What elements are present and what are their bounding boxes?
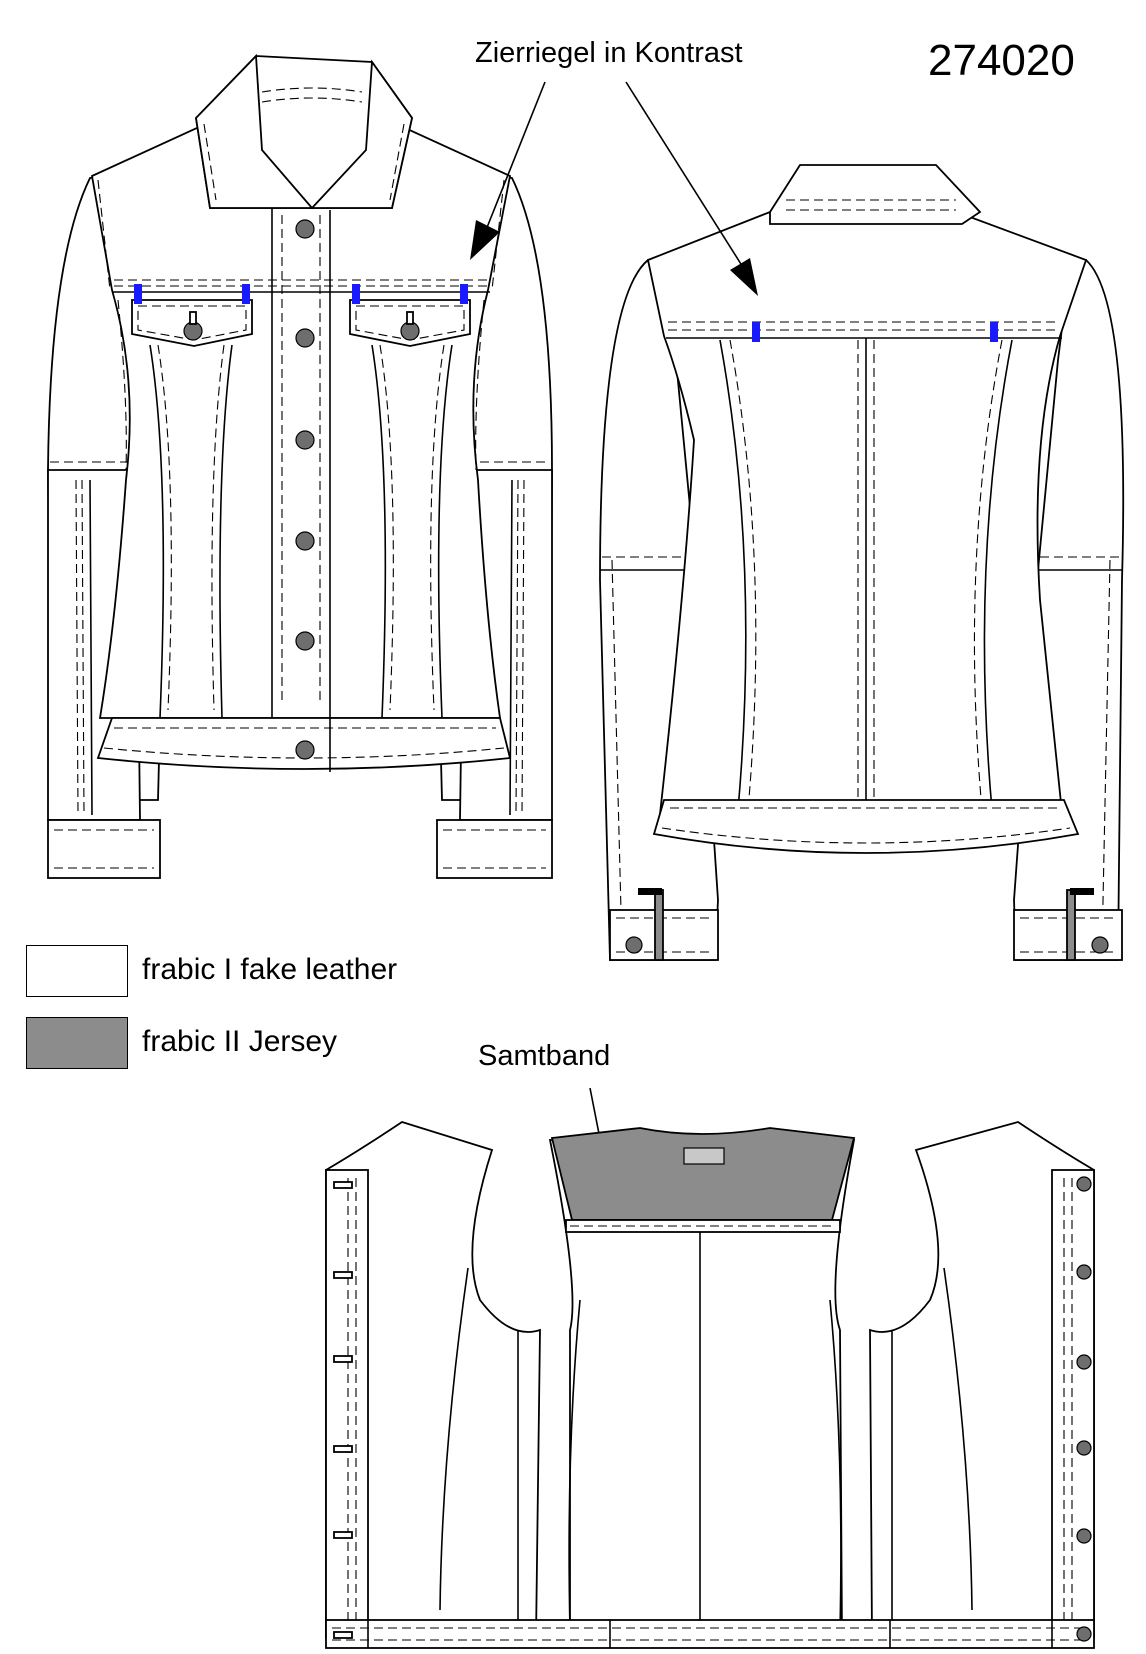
- style-number: 274020: [928, 36, 1075, 85]
- inside-hem-band: [325, 1619, 1095, 1649]
- legend-label-fabric-1: frabic I fake leather: [142, 953, 398, 986]
- callout-velvet-tape: Samtband: [478, 1040, 611, 1072]
- back-view: [599, 164, 1125, 961]
- callout-contrast-bartack: Zierriegel in Kontrast: [475, 37, 743, 69]
- inside-right-front: [869, 1121, 1095, 1639]
- back-cuff-details: [625, 888, 1109, 961]
- inside-view: [325, 1121, 1095, 1649]
- front-buttons: [183, 219, 420, 760]
- inside-buttons: [1076, 1176, 1092, 1642]
- inside-jersey-yoke: [550, 1127, 856, 1233]
- legend-swatch-fabric-2: [26, 1017, 128, 1069]
- back-body: [646, 211, 1088, 854]
- front-contrast-bartacks: [134, 284, 468, 304]
- front-body: [90, 120, 512, 772]
- front-collar: [195, 53, 413, 209]
- inside-buttonholes: [333, 1181, 353, 1639]
- front-view: [47, 53, 553, 879]
- legend-swatch-fabric-1: [26, 945, 128, 997]
- inside-left-front: [325, 1121, 541, 1639]
- back-contrast-bartacks: [752, 322, 998, 342]
- legend-label-fabric-2: frabic II Jersey: [142, 1025, 338, 1058]
- back-collar: [769, 164, 982, 225]
